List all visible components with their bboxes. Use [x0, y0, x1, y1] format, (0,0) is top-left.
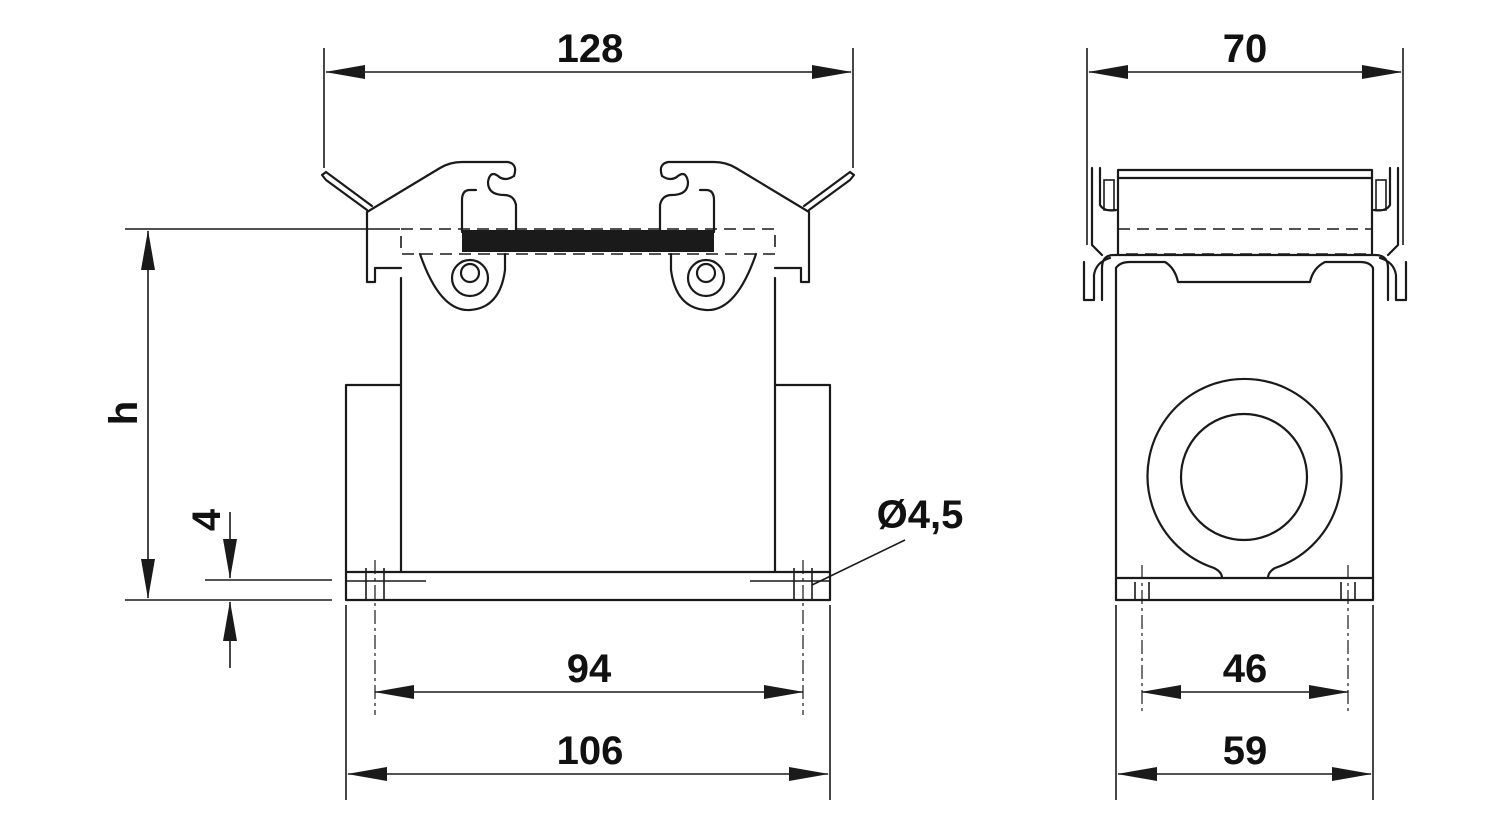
front-dimensions: 128 h 4 Ø4,5 94 106 [102, 27, 963, 800]
dim-label-4: 4 [185, 508, 229, 531]
front-right-pivot [686, 258, 726, 298]
dim-label-hole-diameter: Ø4,5 [877, 493, 964, 537]
side-cable-entry-hole [1179, 412, 1309, 542]
front-base-plate [344, 570, 832, 602]
front-locking-bar [462, 230, 714, 252]
front-housing-top [365, 160, 518, 284]
side-cable-entry-ring [1146, 377, 1343, 580]
front-housing-body [399, 276, 777, 574]
front-view [320, 160, 856, 715]
dim-label-94: 94 [567, 647, 612, 691]
dim-label-59: 59 [1223, 729, 1268, 773]
side-housing-top [1100, 168, 1390, 302]
dim-label-70: 70 [1223, 27, 1268, 71]
front-left-flange [344, 383, 403, 574]
dim-label-h: h [102, 401, 146, 425]
front-right-flange [773, 383, 832, 574]
dim-label-46: 46 [1223, 647, 1268, 691]
front-left-pivot [450, 258, 490, 298]
side-housing-body [1114, 266, 1375, 580]
dim-label-128: 128 [557, 27, 624, 71]
side-base-plate [1114, 576, 1375, 602]
leader-hole-diameter [811, 539, 906, 586]
side-view [1082, 166, 1408, 715]
side-dimensions: 70 46 59 [1086, 27, 1404, 800]
dim-label-106: 106 [557, 729, 624, 773]
